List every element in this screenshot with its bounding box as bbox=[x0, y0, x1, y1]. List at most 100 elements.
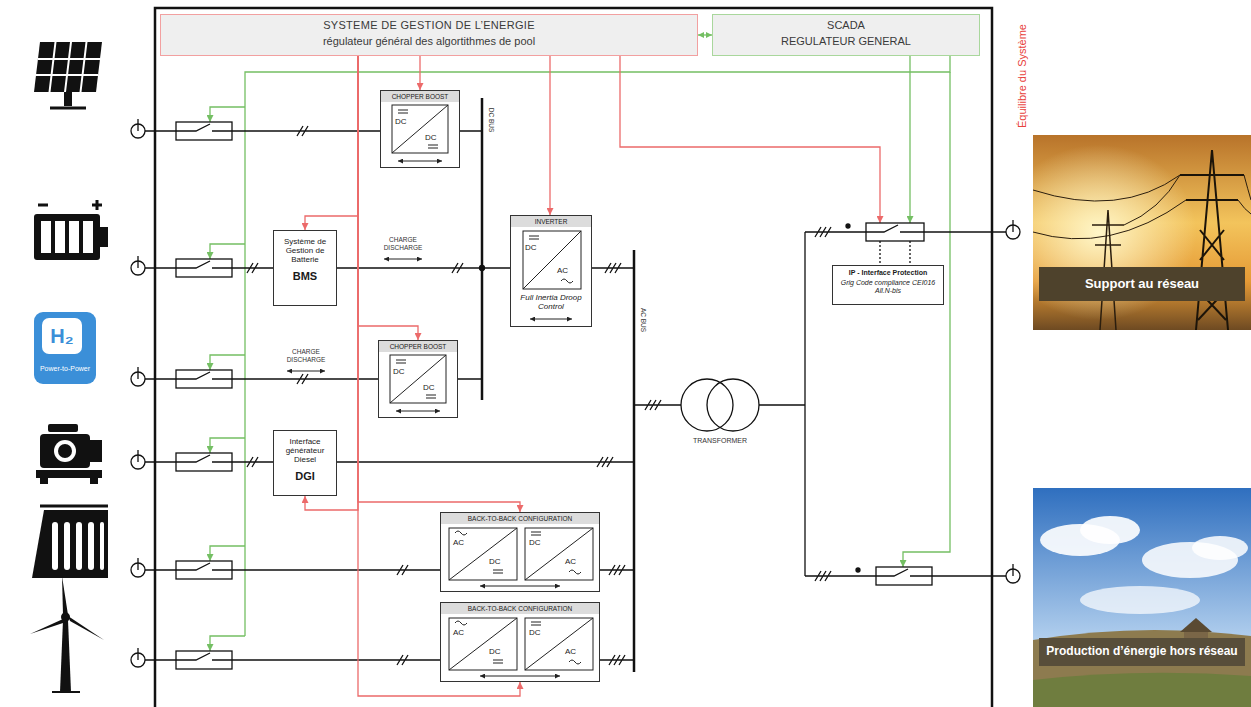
off-grid-photo bbox=[1033, 488, 1251, 707]
power-wiring bbox=[924, 231, 1006, 232]
box-description: Système de Gestion de Batterie bbox=[276, 237, 334, 265]
converter-symbols bbox=[392, 105, 448, 153]
diesel-generator-icon bbox=[90, 440, 102, 462]
bus-label: DC BUS bbox=[486, 102, 496, 138]
port-label: DC bbox=[529, 538, 547, 547]
power-wiring bbox=[232, 126, 482, 136]
side-title: Équilibre du Système bbox=[1015, 6, 1029, 146]
control-wiring-green bbox=[210, 355, 245, 370]
power-wiring bbox=[846, 224, 850, 228]
control-connector bbox=[358, 56, 520, 696]
diesel-generator-icon bbox=[58, 444, 72, 458]
dam-icon bbox=[100, 522, 104, 570]
box-header: BACK-TO-BACK CONFIGURATION bbox=[441, 603, 599, 614]
hydrogen-icon bbox=[34, 312, 96, 384]
power-wiring bbox=[176, 453, 232, 471]
port-label: AC bbox=[453, 628, 471, 637]
outer-frame bbox=[155, 8, 992, 707]
port-label: AC bbox=[557, 266, 575, 275]
flow-arrows bbox=[480, 676, 560, 677]
box-note: Grig Code compliance CEI016 All.N-bis bbox=[836, 279, 940, 295]
outer-frame bbox=[155, 8, 992, 707]
power-wiring bbox=[138, 450, 176, 462]
scada-band: SCADA REGULATEUR GENERAL bbox=[712, 14, 980, 56]
grid-photo bbox=[1033, 135, 1251, 330]
component-label: TRANSFORMER bbox=[680, 437, 760, 445]
interface-protection-box: IP - Interface ProtectionGrig Code compl… bbox=[832, 265, 944, 305]
off-grid-photo bbox=[1080, 586, 1200, 614]
dam-icon bbox=[32, 510, 108, 578]
diesel-generator-icon bbox=[40, 434, 90, 468]
power-wiring bbox=[176, 122, 232, 140]
diesel-generator-icon bbox=[36, 424, 102, 484]
power-wiring bbox=[232, 655, 634, 665]
power-wiring bbox=[866, 225, 924, 232]
box-acronym: DGI bbox=[276, 470, 334, 483]
band-subtitle: REGULATEUR GENERAL bbox=[719, 35, 973, 48]
wind-turbine-icon bbox=[62, 576, 68, 615]
power-wiring bbox=[232, 374, 482, 384]
flow-arrows bbox=[287, 161, 572, 676]
diesel-generator-icon bbox=[54, 440, 76, 462]
diesel-generator-icon bbox=[40, 478, 48, 484]
power-wiring bbox=[480, 266, 485, 271]
flow-arrows bbox=[480, 586, 560, 587]
power-wiring bbox=[176, 259, 232, 277]
flow-label: CHARGE DISCHARGE bbox=[283, 348, 329, 364]
converter-symbols bbox=[525, 528, 593, 580]
battery-icon bbox=[83, 221, 93, 253]
flow-arrows bbox=[530, 319, 572, 320]
battery-icon bbox=[100, 227, 108, 247]
chopper-boost-box: CHOPPER BOOSTDCDC bbox=[380, 90, 460, 168]
port-label: AC bbox=[565, 647, 583, 656]
inverter-box: INVERTERDCACFull Inertia Droop Control bbox=[510, 215, 592, 327]
control-wiring-green bbox=[210, 56, 950, 651]
off-grid-photo bbox=[1033, 673, 1251, 707]
power-wiring bbox=[759, 232, 805, 576]
power-wiring bbox=[176, 561, 232, 579]
diesel-generator-icon bbox=[36, 470, 102, 478]
power-wiring bbox=[876, 567, 932, 585]
grid-photo bbox=[1033, 175, 1251, 239]
control-wiring-green bbox=[245, 56, 950, 636]
control-wiring-red bbox=[620, 56, 880, 223]
converter-symbols bbox=[449, 618, 517, 670]
control-connector bbox=[358, 56, 520, 512]
band-title: SCADA bbox=[719, 19, 973, 32]
port-label: AC bbox=[453, 538, 471, 547]
bms-box: Système de Gestion de BatterieBMS bbox=[273, 230, 337, 306]
control-connector bbox=[305, 56, 358, 230]
port-label: DC bbox=[489, 557, 507, 566]
power-wiring bbox=[932, 575, 1006, 576]
power-wiring bbox=[707, 379, 759, 431]
power-wiring bbox=[176, 455, 232, 462]
wind-turbine-icon bbox=[30, 619, 66, 634]
converter-symbols bbox=[390, 355, 446, 403]
grid-photo bbox=[1180, 150, 1244, 330]
wind-turbine-icon bbox=[52, 691, 80, 693]
outer-frame bbox=[712, 14, 980, 56]
flow-arrows bbox=[398, 161, 442, 162]
power-wiring bbox=[876, 569, 932, 576]
photo-caption: Support au réseau bbox=[1039, 267, 1245, 301]
power-wiring bbox=[138, 648, 176, 660]
power-wiring bbox=[176, 563, 232, 570]
wind-turbine-icon bbox=[60, 620, 71, 692]
control-connector bbox=[549, 56, 550, 215]
battery-icon bbox=[41, 221, 51, 253]
icon-text: H₂ bbox=[42, 320, 82, 352]
converter-symbols bbox=[392, 105, 448, 153]
back-to-back-box: BACK-TO-BACK CONFIGURATIONACDCDCAC bbox=[440, 602, 600, 682]
control-wiring-green bbox=[909, 56, 910, 223]
bus-label: AC BUS bbox=[638, 302, 648, 338]
flow-arrows bbox=[396, 411, 440, 412]
diesel-generator-icon bbox=[90, 478, 98, 484]
power-wiring bbox=[176, 261, 232, 268]
converter-symbols bbox=[449, 528, 517, 580]
converter-symbols bbox=[523, 231, 581, 289]
dgi-box: Interface générateur DieselDGI bbox=[273, 430, 337, 496]
converter-symbols bbox=[525, 528, 593, 580]
energy-management-band: SYSTEME DE GESTION DE L’ENERGIErégulateu… bbox=[160, 14, 698, 56]
